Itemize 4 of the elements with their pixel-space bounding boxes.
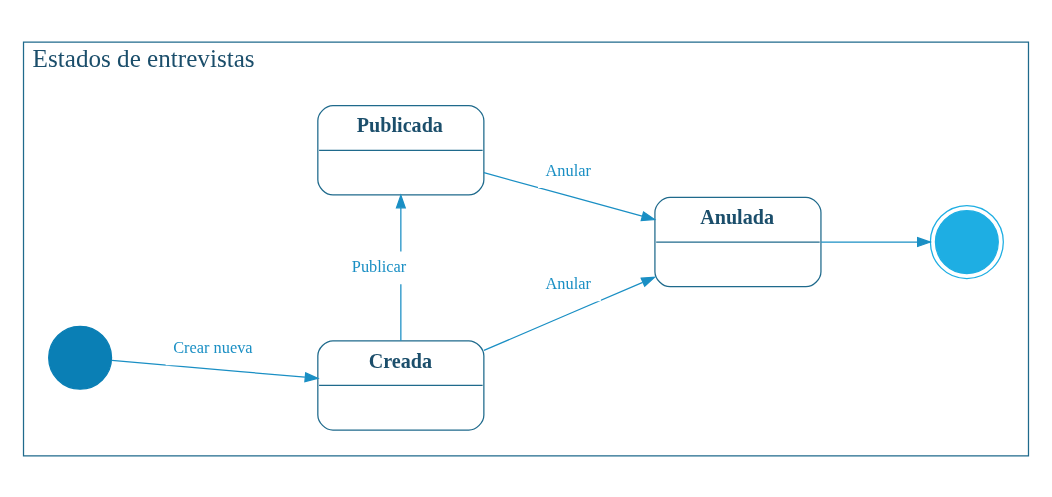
edge-label: Publicar (351, 256, 407, 276)
edge-label: Anular (545, 273, 591, 293)
edge-label: Anular (545, 160, 591, 180)
edge-label: Crear nueva (173, 337, 253, 357)
